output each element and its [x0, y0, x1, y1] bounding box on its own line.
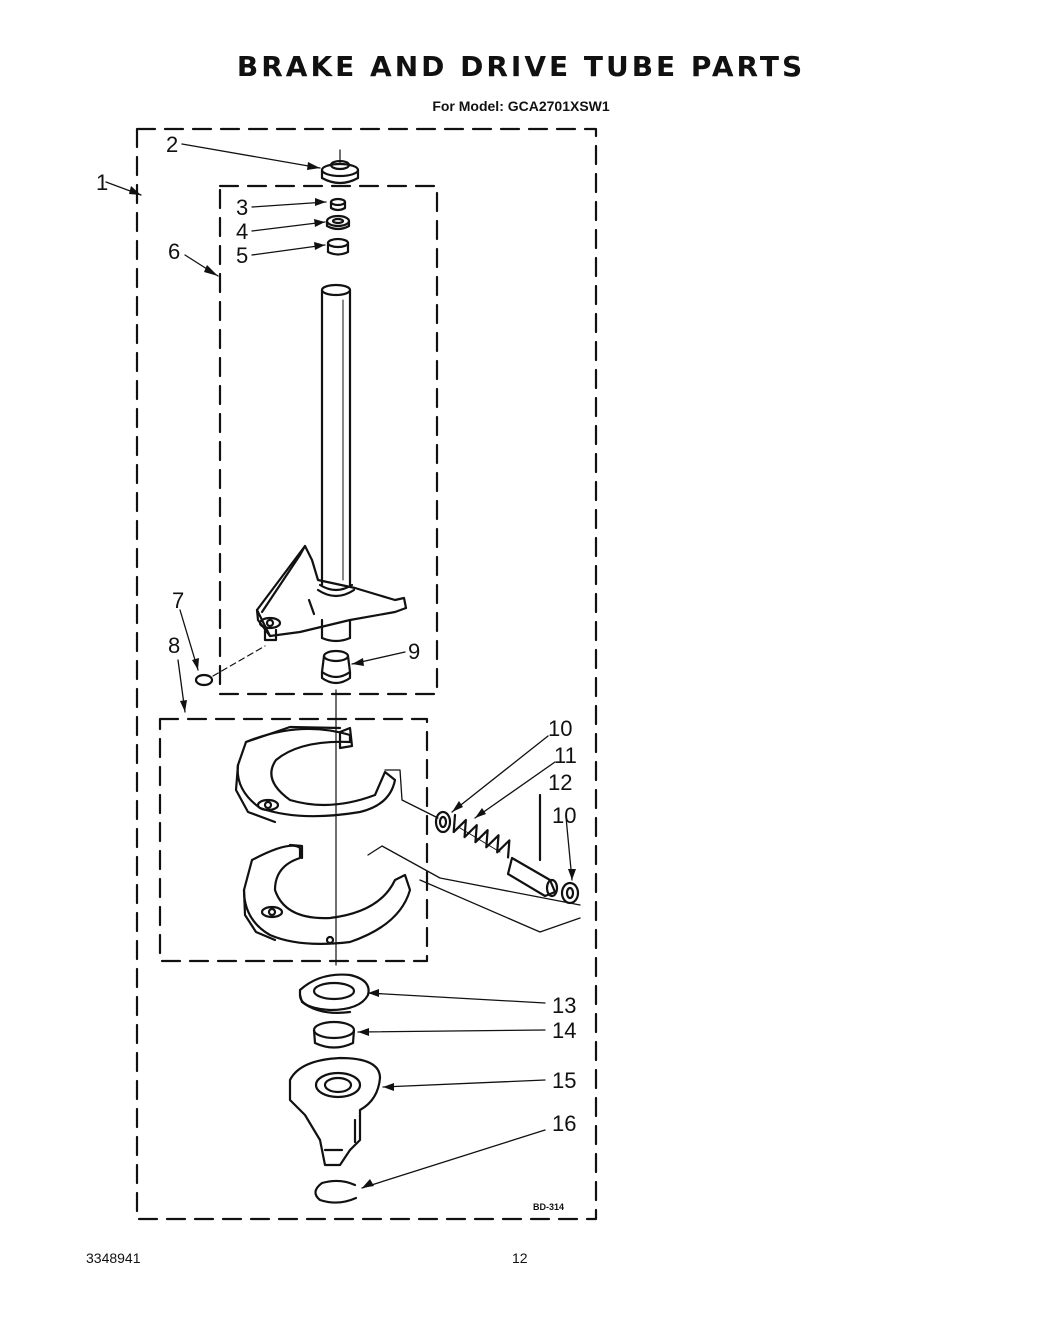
callout-10-upper: 10 — [548, 716, 572, 741]
assembly-box-drive-tube — [218, 184, 439, 696]
page-number: 12 — [512, 1250, 528, 1266]
callout-3: 3 — [236, 195, 248, 220]
callout-14: 14 — [552, 1018, 576, 1043]
part-15-hub — [288, 1056, 382, 1167]
callout-2: 2 — [166, 132, 178, 157]
callout-9: 9 — [408, 639, 420, 664]
callout-11: 11 — [554, 743, 577, 768]
part-9-bearing — [320, 649, 352, 685]
callout-10-lower: 10 — [552, 803, 576, 828]
part-8-brake-shoe-upper — [234, 725, 397, 824]
callout-1: 1 — [96, 170, 108, 195]
part-4-washer — [325, 214, 351, 231]
model-subtitle: For Model: GCA2701XSW1 — [432, 98, 610, 114]
callout-12: 12 — [548, 770, 572, 795]
page-title: BRAKE AND DRIVE TUBE PARTS — [236, 50, 806, 83]
callout-15: 15 — [552, 1068, 576, 1093]
part-8-brake-shoe-lower — [242, 843, 412, 945]
part-14-ring — [312, 1020, 356, 1049]
leader-lines — [105, 143, 573, 1189]
part-5-bushing — [326, 237, 350, 256]
assembly-box-outer — [135, 127, 598, 1221]
callout-8: 8 — [168, 633, 180, 658]
assembly-box-brake — [158, 717, 429, 963]
callout-13: 13 — [552, 993, 576, 1018]
callout-4: 4 — [236, 219, 248, 244]
part-2-cap — [320, 149, 360, 185]
part-11-spring — [452, 813, 511, 859]
callout-5: 5 — [236, 243, 248, 268]
part-10-washer-left — [434, 810, 452, 834]
part-12-pin — [506, 793, 559, 898]
callout-7: 7 — [172, 588, 184, 613]
diagram-code: BD-314 — [533, 1202, 564, 1212]
callout-6: 6 — [168, 239, 180, 264]
part-3-nut — [329, 197, 347, 212]
part-13-retainer — [298, 973, 370, 1014]
document-number: 3348941 — [86, 1250, 141, 1266]
part-10-washer-right — [560, 881, 580, 905]
part-7-clip — [194, 645, 266, 687]
part-6-drive-tube — [255, 283, 408, 643]
callout-16: 16 — [552, 1111, 576, 1136]
part-16-snap-ring — [314, 1179, 358, 1204]
